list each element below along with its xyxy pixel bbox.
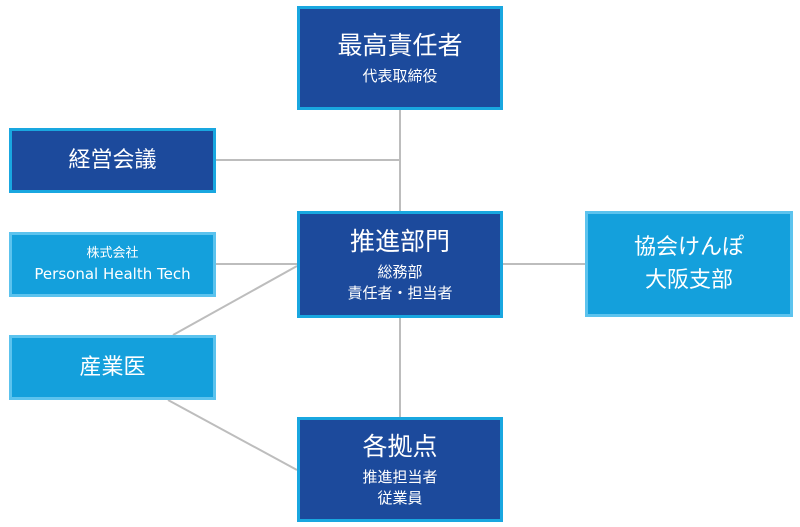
node-top-executive: 最高責任者 代表取締役: [297, 6, 503, 110]
node-suishin-title: 推進部門: [349, 227, 450, 257]
node-suishin-sub2: 責任者・担当者: [347, 284, 453, 303]
node-personal-health-tech: 株式会社 Personal Health Tech: [9, 232, 216, 297]
node-promotion-dept: 推進部門 総務部 責任者・担当者: [297, 211, 503, 318]
node-top-subtitle: 代表取締役: [362, 67, 438, 86]
node-suishin-sub1: 総務部: [377, 263, 423, 282]
node-kyoten-title: 各拠点: [362, 432, 438, 462]
node-kyokai-title2: 大阪支部: [644, 268, 733, 293]
node-kyokai-kenpo: 協会けんぽ 大阪支部: [585, 211, 793, 317]
node-pht-line2: Personal Health Tech: [34, 264, 191, 283]
node-kyokai-title1: 協会けんぽ: [633, 234, 744, 260]
connector-sangyoi-to-center: [172, 265, 298, 336]
node-top-title: 最高責任者: [337, 31, 463, 60]
node-keiei-title: 経営会議: [68, 147, 157, 173]
node-pht-line1: 株式会社: [86, 245, 139, 261]
node-industrial-physician: 産業医: [9, 335, 216, 400]
node-kyoten-sub2: 従業員: [377, 489, 423, 508]
node-sangyoi-title: 産業医: [79, 354, 146, 380]
connector-sangyoi-to-kyoten: [167, 399, 298, 471]
node-management-meeting: 経営会議: [9, 128, 216, 193]
node-kyoten-sub1: 推進担当者: [362, 468, 438, 487]
node-each-location: 各拠点 推進担当者 従業員: [297, 417, 503, 522]
